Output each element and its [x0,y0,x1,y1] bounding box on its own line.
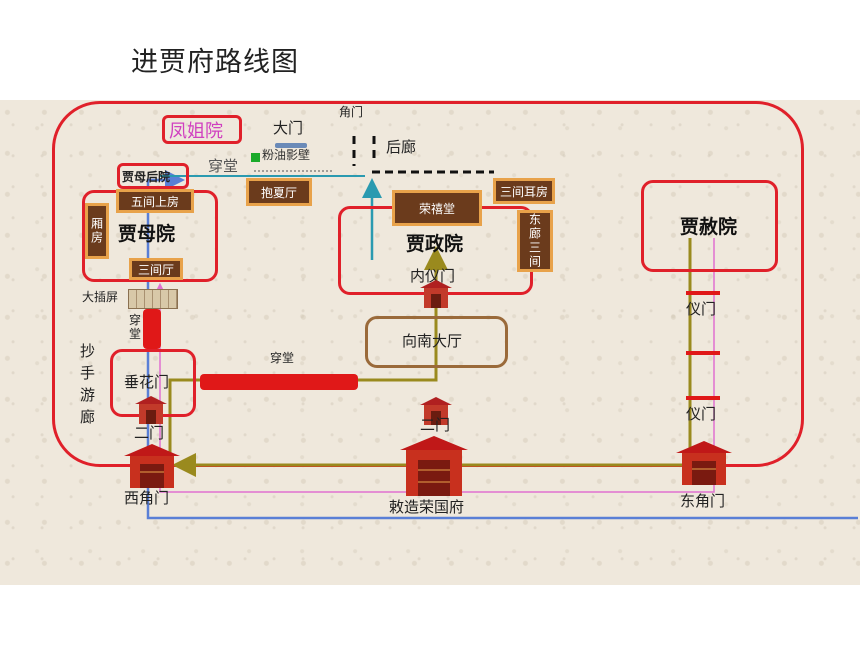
chuantang-top-label: 穿堂 [208,157,239,175]
chuantang-left-bar [143,309,161,349]
dongjiaomen-gate-icon [676,441,732,485]
yimen-bar-2 [686,351,720,355]
chizao-label: 敕造荣国府 [389,498,465,516]
green-marker [251,153,260,162]
yimen-label-1: 仪门 [686,300,717,318]
xijiaomen-label: 西角门 [124,489,170,507]
page-title: 进贾府路线图 [131,47,299,78]
sanjianting-plaque: 三间厅 [129,258,183,280]
yimen-bar-3 [686,396,720,400]
yimen-label-2: 仪门 [686,405,717,423]
dongjiaomen-label: 东角门 [680,492,726,510]
fengjie-yard [162,115,242,144]
chuantang-left-label: 穿堂 [129,313,142,341]
jiazhengyuan-label: 贾政院 [406,233,464,255]
wujian-plaque: 五间上房 [116,189,194,213]
fengjie-label: 凤姐院 [169,121,223,142]
ermen-mid-label: 二门 [420,416,451,434]
sanjianerfang-plaque: 三间耳房 [493,178,555,204]
chuihuamen-label: 垂花门 [124,373,170,391]
jiashe-yard [641,180,778,272]
neiyimen-label: 内仪门 [410,267,456,285]
dachapin-screen [128,289,178,309]
ermen-left-label: 二门 [134,424,165,442]
neiyimen-gate-icon [420,280,452,308]
houlang-label: 后廊 [386,138,417,156]
dongxiang-plaque: 东廊三间 [517,210,553,272]
xiangfang-plaque: 厢房 [85,203,109,259]
xiangnan-hall [365,316,508,368]
xijiaomen-gate-icon [124,444,180,488]
jiamu-backyard-box [117,163,189,189]
yimen-bar-1 [686,291,720,295]
jiaomen-label: 角门 [339,105,364,119]
damen-label: 大门 [273,119,304,137]
chuantang-mid-bar [200,374,358,390]
fenyou-label: 粉油影壁 [262,148,311,162]
yingbi-icon [275,143,307,148]
chaoshou-label: 抄手游廊 [80,342,96,426]
jiamuyuan-label: 贾母院 [118,223,176,245]
dachapin-label: 大插屏 [82,290,119,304]
jiasheyuan-label: 贾赦院 [680,216,738,238]
main-gate-icon [400,436,468,496]
ermen-mid-gate-icon [420,397,452,425]
chuantang-mid-label: 穿堂 [270,351,295,365]
xiangnan-label: 向南大厅 [402,332,463,350]
baoxiating-plaque: 抱夏厅 [246,178,312,206]
rongxitang-plaque: 荣禧堂 [392,190,482,226]
jiamu-backyard-label: 贾母后院 [122,170,171,184]
ermen-left-gate-icon [135,396,167,424]
